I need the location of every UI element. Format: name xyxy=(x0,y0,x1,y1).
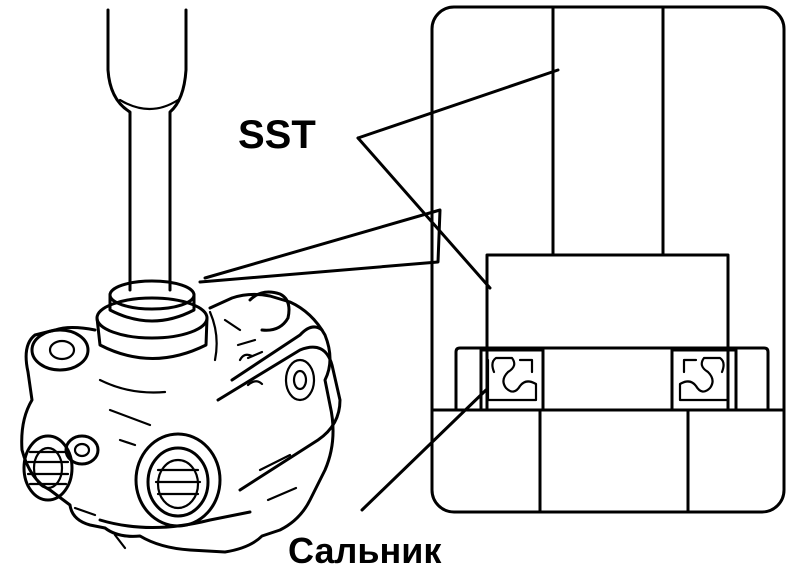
sst-tool-handle xyxy=(106,8,188,292)
seal-right-section xyxy=(670,348,738,412)
sst-tool-collar xyxy=(108,279,196,311)
detail-frame xyxy=(430,5,786,514)
detail-housing xyxy=(430,346,786,412)
sst-callout: SST xyxy=(198,68,560,290)
pump-housing-drawing xyxy=(20,8,342,554)
seal-callout: Сальник xyxy=(288,388,488,571)
detail-view xyxy=(430,5,786,514)
seal-leader-line xyxy=(360,388,488,512)
sst-leader-line-detail xyxy=(356,68,560,140)
detail-tool-shaft xyxy=(551,6,665,257)
detail-tool-head xyxy=(485,253,730,412)
seal-label: Сальник xyxy=(288,530,442,571)
sst-label: SST xyxy=(238,113,316,157)
sst-leader-line-detail-lower xyxy=(356,136,492,290)
seal-left-section xyxy=(479,348,545,412)
sst-leader-line-pump xyxy=(198,208,442,284)
